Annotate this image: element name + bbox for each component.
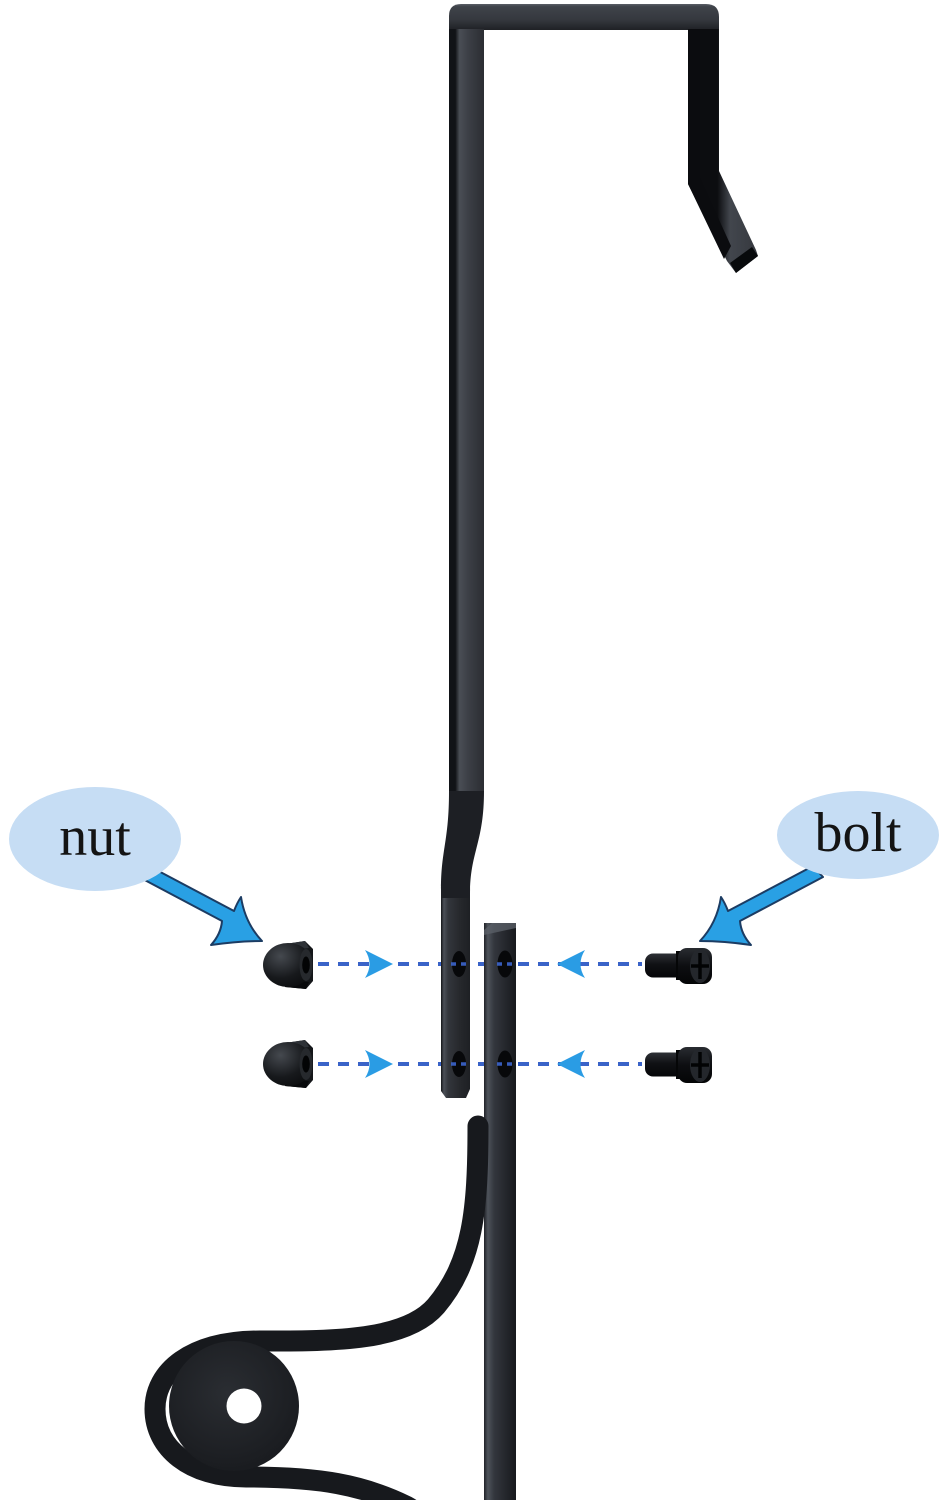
pole-hole-top	[497, 950, 513, 978]
nut-callout-label: nut	[59, 806, 131, 868]
nut-thread-hole	[302, 1055, 310, 1073]
hook-front-bar	[449, 29, 484, 792]
bolt-icon	[645, 948, 712, 984]
nut-callout-bubble: nut	[9, 787, 181, 891]
scroll-band	[144, 1115, 489, 1500]
hook-back-leg-bevel	[688, 29, 731, 259]
guide-arrowheads	[365, 950, 585, 1078]
hook-top-bar	[449, 4, 719, 30]
cap-nut-icon	[263, 1040, 313, 1088]
bolt-shaft	[645, 953, 683, 978]
bolt-icon	[645, 1047, 712, 1083]
cap-nut-icon	[263, 941, 313, 989]
bolt-callout-label: bolt	[814, 802, 902, 864]
guide-arrowhead-right	[365, 1050, 393, 1078]
pole-top-bevel	[484, 923, 516, 935]
bolt-callout-arrow	[699, 865, 824, 946]
nut-dome	[263, 943, 313, 987]
pole-hole-bottom	[497, 1050, 513, 1078]
guide-arrowhead-left	[557, 1050, 585, 1078]
bolt-callout-bubble: bolt	[777, 791, 939, 879]
scroll-ornament	[144, 1115, 489, 1500]
tab-hole-bottom	[452, 1051, 466, 1077]
guide-arrowhead-left	[557, 950, 585, 978]
bolt-shaft	[645, 1052, 683, 1077]
mounting-pole	[484, 923, 516, 1500]
dashed-guide-lines	[318, 962, 642, 1066]
nut-callout-arrow	[138, 865, 263, 946]
hook-bar-offset-bend	[441, 791, 484, 902]
callout-arrows	[138, 865, 824, 946]
tab-hole-top	[452, 951, 466, 977]
guide-arrowhead-right	[365, 950, 393, 978]
door-hook-bracket	[441, 4, 758, 1098]
hook-tip-facet	[730, 247, 758, 273]
scroll-disc-hole	[226, 1388, 262, 1424]
hole-dashes	[451, 962, 513, 1066]
nut-thread-hole	[302, 956, 310, 974]
hook-mounting-tab	[441, 898, 470, 1098]
pole-bar	[484, 923, 516, 1500]
nut-dome	[263, 1042, 313, 1086]
